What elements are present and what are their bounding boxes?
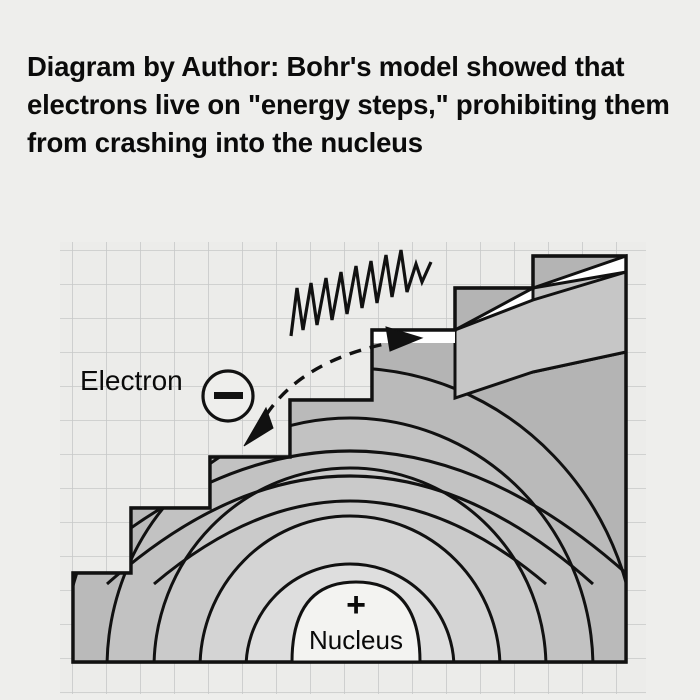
nucleus-charge-symbol: + xyxy=(346,586,366,624)
electron-label: Electron xyxy=(80,365,183,396)
jump-arrow-path xyxy=(254,339,401,434)
photon-wave-icon xyxy=(289,249,433,337)
electron-jump-arrow xyxy=(243,326,424,447)
shell-lip-2 xyxy=(106,474,594,586)
electron-minus-icon xyxy=(214,392,243,399)
nucleus-shape xyxy=(290,580,422,664)
drop-arrowhead-icon xyxy=(243,406,274,447)
nucleus-group: + Nucleus xyxy=(290,580,422,664)
shell-ring-4 xyxy=(198,514,502,662)
step-tread-group xyxy=(372,253,628,401)
shell-lip-1 xyxy=(73,449,626,586)
energy-step-outline xyxy=(71,254,628,664)
energy-step-stack xyxy=(71,253,628,664)
page-title: Diagram by Author: Bohr's model showed t… xyxy=(27,51,678,158)
rise-arrowhead-icon xyxy=(385,326,424,352)
nucleus-label: Nucleus xyxy=(309,625,403,655)
electron-group: Electron xyxy=(80,365,255,423)
shell-lip-3 xyxy=(153,499,547,586)
step-front-faces xyxy=(73,449,626,586)
